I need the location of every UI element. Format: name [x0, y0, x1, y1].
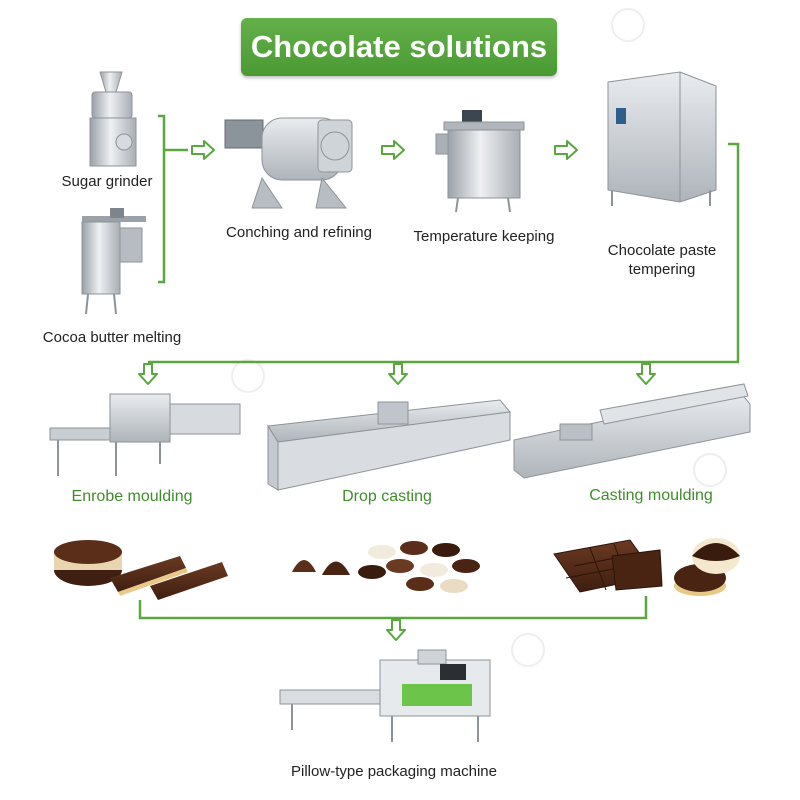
label-conching: Conching and refining — [226, 224, 372, 241]
casting-moulding-line-image — [513, 383, 751, 479]
label-tempering: Chocolate paste tempering — [607, 242, 717, 278]
drop-casting-line-image — [267, 399, 511, 491]
arrow-to-conching — [191, 140, 215, 160]
label-casting-moulding: Casting moulding — [589, 487, 713, 504]
enrobe-line-image — [49, 393, 241, 476]
arrow-to-packaging — [386, 619, 406, 641]
merge-bracket-left — [158, 114, 166, 284]
arrow-to-drop-casting — [388, 363, 408, 385]
arrow-to-casting-moulding — [636, 363, 656, 385]
round-chocolates-image — [674, 538, 740, 596]
distribution-line — [148, 142, 740, 364]
watermark-logo — [231, 8, 727, 667]
label-packaging-machine: Pillow-type packaging machine — [291, 763, 497, 780]
chocolate-bars-image — [553, 539, 663, 593]
collect-bracket — [138, 596, 648, 620]
conching-machine-image — [224, 117, 353, 209]
cocoa-butter-tank-image — [81, 208, 146, 315]
arrow-to-enrobe — [138, 363, 158, 385]
sugar-grinder-image — [89, 71, 137, 167]
page-title: Chocolate solutions — [241, 18, 557, 76]
label-temperature-keeping: Temperature keeping — [413, 228, 555, 245]
enrobed-products-image — [54, 540, 228, 600]
label-drop-casting: Drop casting — [342, 488, 432, 505]
chocolate-drops-image — [292, 541, 480, 593]
arrow-to-tempering — [554, 140, 578, 160]
tempering-machine-image — [607, 71, 717, 206]
arrow-to-temperature-keeping — [381, 140, 405, 160]
packaging-machine-image — [279, 649, 491, 742]
temperature-keeping-tank-image — [435, 110, 525, 213]
label-enrobe-moulding: Enrobe moulding — [71, 488, 193, 505]
label-cocoa-butter-melting: Cocoa butter melting — [42, 329, 182, 346]
label-sugar-grinder: Sugar grinder — [61, 173, 153, 190]
